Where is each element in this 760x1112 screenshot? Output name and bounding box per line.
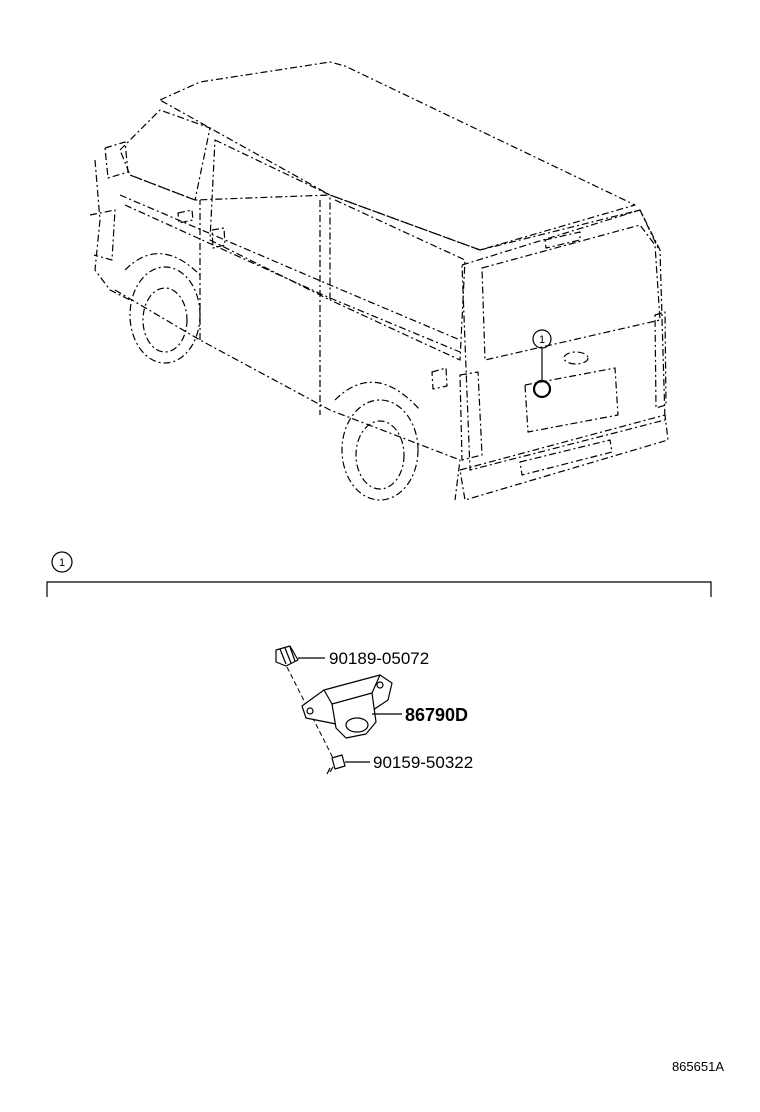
diagram-reference-code: 865651A bbox=[672, 1059, 724, 1074]
clip-nut-part bbox=[275, 645, 299, 667]
vehicle-camera-callout: 1 bbox=[532, 329, 552, 399]
van-illustration bbox=[89, 61, 669, 501]
part-number-label: 90159-50322 bbox=[373, 753, 473, 772]
camera-location-marker bbox=[532, 379, 552, 399]
part-number-label-main: 86790D bbox=[405, 705, 468, 725]
camera-assembly-part bbox=[301, 674, 393, 739]
screw-part bbox=[326, 754, 346, 775]
vehicle-callout-number: 1 bbox=[539, 334, 545, 346]
section-marker: 1 bbox=[51, 551, 73, 573]
part-number-label: 90189-05072 bbox=[329, 649, 429, 668]
section-bracket bbox=[46, 581, 712, 597]
section-marker-number: 1 bbox=[59, 557, 65, 569]
